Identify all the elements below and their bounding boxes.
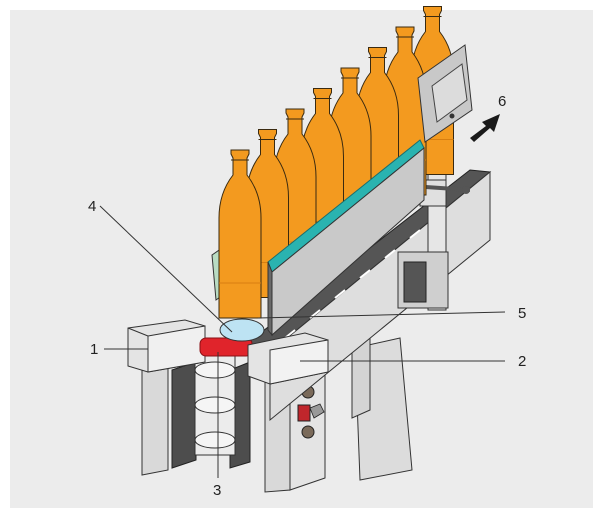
callout-2: 2 <box>518 353 526 370</box>
callout-6: 6 <box>498 93 506 110</box>
inspection-lens <box>219 318 265 342</box>
callout-4: 4 <box>88 198 96 215</box>
machine-frame <box>141 281 413 493</box>
sensor-assembly <box>127 318 329 385</box>
bottle <box>218 149 262 319</box>
callout-3: 3 <box>213 482 221 499</box>
front-guide-rail <box>267 139 425 337</box>
callout-5: 5 <box>518 305 526 322</box>
display-monitor <box>417 44 473 143</box>
direction-arrow <box>470 114 500 142</box>
callout-1: 1 <box>90 341 98 358</box>
leader-lines <box>99 205 506 478</box>
